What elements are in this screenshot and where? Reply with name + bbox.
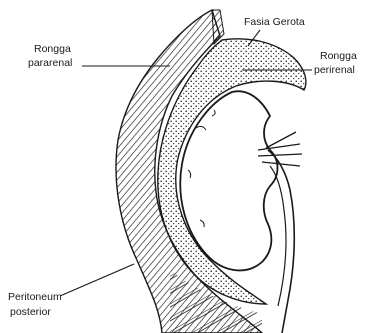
peritoneum-leader [60,264,134,296]
pararenal-label-line2: pararenal [28,57,72,69]
peritoneum-label-line1: Peritoneum [8,291,62,303]
upper-wall-strip [212,10,224,44]
ureter-inner [270,166,286,306]
perirenal-label-line2: perirenal [314,64,355,76]
pararenal-label-line1: Rongga [34,43,71,55]
fascia-gerota-label: Fasia Gerota [244,16,305,28]
perirenal-label-line1: Rongga [320,50,357,62]
peritoneum-label-line2: posterior [10,306,51,318]
